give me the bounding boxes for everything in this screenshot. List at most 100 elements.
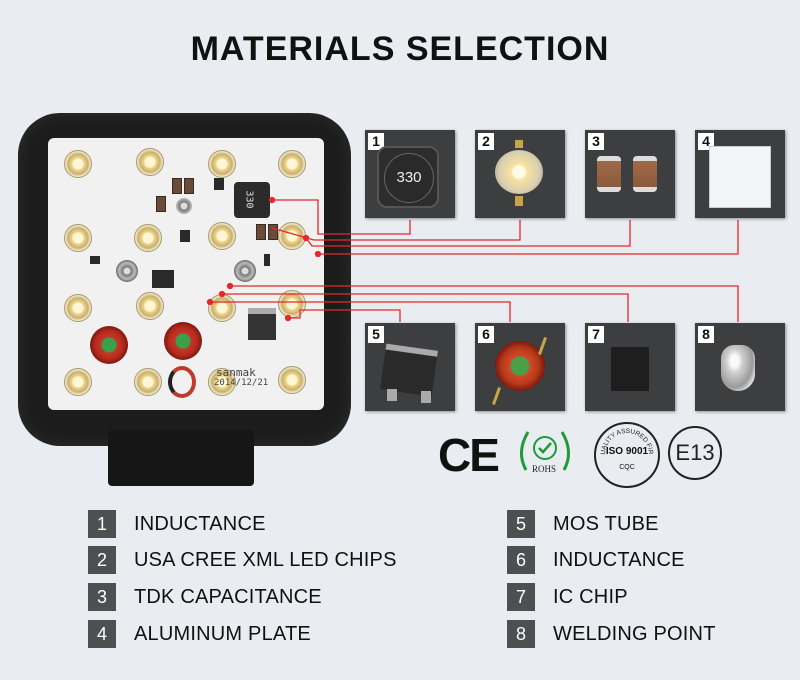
capacitor-icon (633, 156, 657, 192)
component-box-1: 1 330 (365, 130, 455, 218)
connector-line (305, 220, 631, 247)
component-number: 6 (478, 326, 494, 343)
coil-lead (492, 387, 501, 405)
led-chip-icon (495, 150, 543, 194)
ic-component (152, 270, 174, 288)
component-box-3: 3 (585, 130, 675, 218)
aluminum-plate-icon (709, 146, 771, 208)
connector-line (222, 293, 629, 322)
legend-item: 3 TDK CAPACITANCE (88, 583, 322, 611)
legend-label: IC CHIP (553, 585, 628, 608)
toroid-inductor-component (164, 322, 202, 360)
component-box-6: 6 (475, 323, 565, 411)
component-box-5: 5 (365, 323, 455, 411)
mos-lead (387, 389, 397, 401)
pcb-brand: sanmak (216, 366, 256, 379)
led-icon (278, 366, 306, 394)
capacitor-component (156, 196, 166, 212)
led-lead (515, 196, 523, 206)
capacitor-component (172, 178, 182, 194)
iso-9001-icon: QUALITY ASSURED FIRM ISO 9001 CQC (594, 422, 660, 488)
connector-line (210, 301, 511, 322)
led-icon (64, 294, 92, 322)
wire (168, 366, 196, 398)
led-icon (208, 222, 236, 250)
led-icon (136, 148, 164, 176)
page-title: MATERIALS SELECTION (190, 30, 610, 68)
led-icon (208, 294, 236, 322)
rohs-icon: ROHS (512, 424, 578, 480)
legend-item: 7 IC CHIP (507, 583, 628, 611)
inductor-icon: 330 (379, 148, 437, 206)
pcb-board: 330 sanmak 2014/12/21 (48, 138, 324, 410)
inductor-marking: 330 (384, 153, 434, 203)
legend-item: 2 USA CREE XML LED CHIPS (88, 546, 397, 574)
component-box-2: 2 (475, 130, 565, 218)
legend-number: 8 (507, 620, 535, 648)
component-number: 8 (698, 326, 714, 343)
capacitor-component (256, 224, 266, 240)
legend-label: INDUCTANCE (134, 512, 266, 535)
ic-chip-icon (611, 347, 649, 391)
legend-label: TDK CAPACITANCE (134, 585, 322, 608)
component-number: 4 (698, 133, 714, 150)
legend-label: ALUMINUM PLATE (134, 622, 311, 645)
screw-icon (176, 198, 192, 214)
legend-label: MOS TUBE (553, 512, 659, 535)
ic-component (264, 254, 270, 266)
toroid-inductor-component (90, 326, 128, 364)
led-icon (64, 224, 92, 252)
coil-lead (538, 337, 547, 355)
mos-tube-component (248, 308, 276, 340)
ic-component (180, 230, 190, 242)
led-icon (134, 368, 162, 396)
capacitor-icon (597, 156, 621, 192)
cqc-label: CQC (619, 464, 635, 471)
pcb-date: 2014/12/21 (214, 378, 269, 388)
e13-mark-icon: E13 (668, 426, 722, 480)
legend-item: 8 WELDING POINT (507, 620, 716, 648)
ce-mark-icon: CE (438, 429, 500, 481)
led-icon (64, 150, 92, 178)
iso-ring-text: QUALITY ASSURED FIRM (596, 424, 654, 455)
component-number: 7 (588, 326, 604, 343)
component-box-4: 4 (695, 130, 785, 218)
legend-item: 4 ALUMINUM PLATE (88, 620, 311, 648)
screw-icon (234, 260, 256, 282)
welding-point-icon (721, 345, 755, 391)
ic-component (90, 256, 100, 264)
toroid-inductor-icon (495, 341, 545, 391)
legend-label: WELDING POINT (553, 622, 716, 645)
led-icon (64, 368, 92, 396)
component-number: 1 (368, 133, 384, 150)
legend-number: 7 (507, 583, 535, 611)
led-icon (278, 290, 306, 318)
legend-label: USA CREE XML LED CHIPS (134, 548, 397, 571)
inductor-component: 330 (234, 182, 270, 218)
mos-lead (421, 391, 431, 403)
legend-number: 6 (507, 546, 535, 574)
led-icon (278, 150, 306, 178)
legend-label: INDUCTANCE (553, 548, 685, 571)
led-icon (208, 368, 236, 396)
legend-item: 1 INDUCTANCE (88, 510, 266, 538)
legend-number: 3 (88, 583, 116, 611)
mounting-bracket (108, 430, 254, 486)
connector-line (288, 309, 401, 322)
legend-number: 4 (88, 620, 116, 648)
legend-number: 5 (507, 510, 535, 538)
legend-item: 5 MOS TUBE (507, 510, 659, 538)
led-icon (136, 292, 164, 320)
component-number: 2 (478, 133, 494, 150)
connector-line (230, 285, 739, 322)
led-lead (515, 140, 523, 148)
legend-number: 2 (88, 546, 116, 574)
legend-number: 1 (88, 510, 116, 538)
connector-line (272, 199, 411, 235)
iso-label: ISO 9001 (605, 446, 649, 457)
component-box-7: 7 (585, 323, 675, 411)
rohs-label: ROHS (532, 464, 557, 474)
ic-component (214, 178, 224, 190)
component-box-8: 8 (695, 323, 785, 411)
